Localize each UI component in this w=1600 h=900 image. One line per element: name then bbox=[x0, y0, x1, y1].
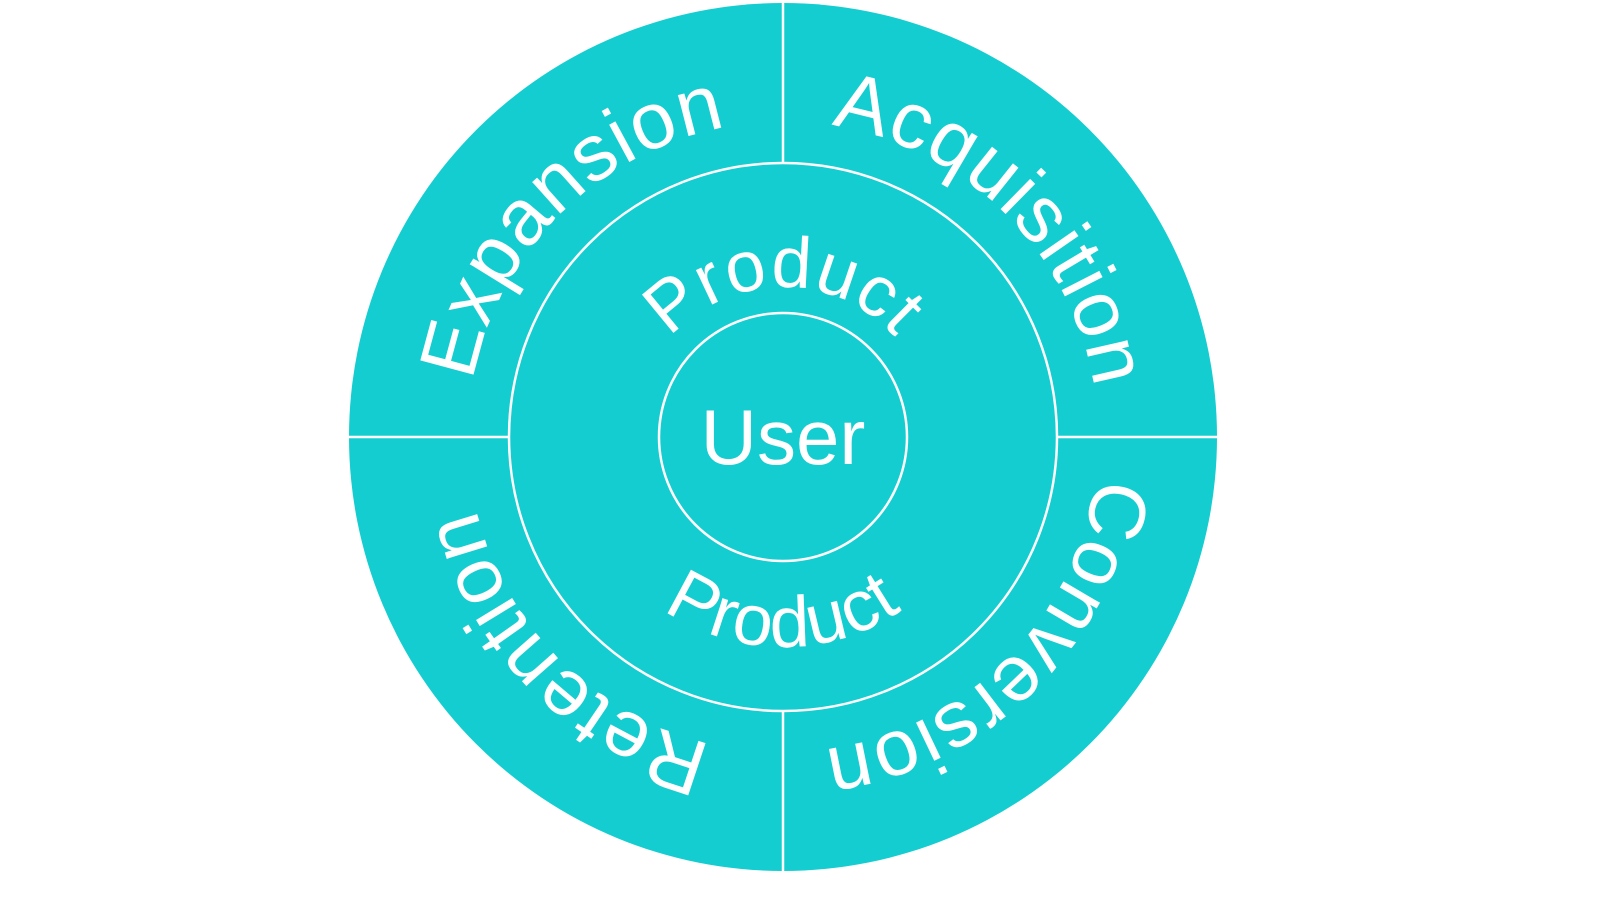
inner-circle bbox=[657, 311, 909, 563]
outer-circle bbox=[349, 3, 1217, 871]
middle-ring bbox=[507, 161, 1059, 713]
center-label: User bbox=[701, 393, 866, 481]
